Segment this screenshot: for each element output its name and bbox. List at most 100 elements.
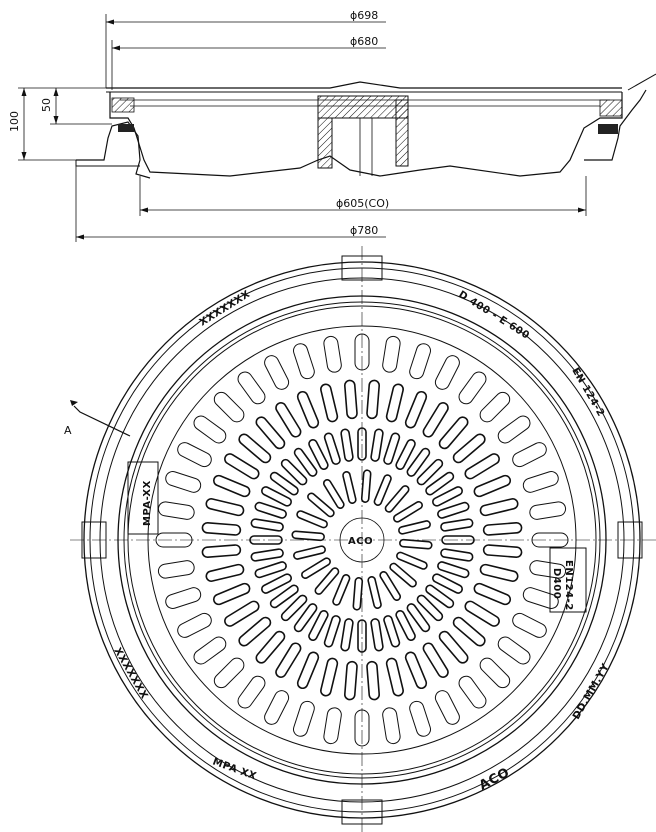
grating-slot — [255, 416, 286, 450]
grating-slot — [432, 486, 463, 507]
grating-slot — [157, 501, 195, 520]
dim-100-label: 100 — [8, 111, 21, 132]
grating-slot — [422, 402, 449, 438]
grating-slot — [416, 594, 444, 622]
grating-slot — [254, 501, 287, 519]
grating-slot — [522, 587, 559, 609]
dimension-lines — [18, 14, 587, 242]
dim-698-label: ϕ698 — [350, 9, 378, 22]
grating-slot — [250, 518, 284, 532]
grating-slot — [308, 439, 329, 470]
grating-slot — [422, 642, 449, 678]
grating-slot — [165, 471, 202, 493]
grating-slot — [479, 391, 511, 423]
grating-slot — [434, 690, 460, 725]
grating-slot — [344, 379, 358, 420]
grating-slot — [452, 433, 486, 464]
grating-slot — [370, 618, 384, 652]
grating-slot — [201, 544, 242, 558]
grating-slot — [398, 520, 431, 535]
grating-slot — [531, 532, 569, 548]
grating-slot — [385, 383, 404, 423]
grating-slot — [296, 510, 328, 529]
marking-top-left: XXXXXXX — [198, 289, 253, 329]
grating-slot — [264, 355, 290, 390]
grating-slot — [366, 379, 380, 420]
grating-slot — [437, 561, 470, 579]
grating-slot — [464, 600, 500, 627]
plate-line-2: D400 — [551, 568, 562, 599]
grating-slot — [425, 584, 455, 609]
grating-slot — [261, 486, 292, 507]
grating-slot — [224, 600, 260, 627]
grating-slot — [416, 458, 444, 486]
grating-slot — [352, 577, 364, 611]
grating-slot — [383, 432, 401, 465]
left-plate-text: MPA-XX — [142, 480, 153, 526]
grating-slot — [479, 498, 519, 517]
grating-slot — [383, 615, 401, 648]
grating-slot — [237, 675, 266, 709]
grating-slot — [389, 562, 417, 588]
grating-slot — [296, 390, 320, 429]
grating-slot — [367, 576, 382, 609]
grating-slot — [237, 371, 266, 405]
grating-slot — [409, 343, 431, 380]
grating-slot — [366, 660, 380, 701]
plate-line-1: EN124-2 — [563, 560, 574, 611]
grating-slot — [440, 518, 474, 532]
grating-slot — [201, 522, 242, 536]
center-aco-logo: ACO — [348, 536, 373, 547]
grating-slot — [409, 700, 431, 737]
grating-slot — [293, 343, 315, 380]
grating-slot — [255, 630, 286, 664]
section-label-a: A — [64, 424, 72, 437]
grating-slot — [344, 660, 358, 701]
grating-slot — [323, 615, 341, 648]
grating-slot — [177, 442, 212, 468]
grating-slot — [301, 557, 331, 580]
grating-slot — [452, 616, 486, 647]
grating-slot — [238, 433, 272, 464]
section-view — [75, 73, 656, 179]
grating-slot — [497, 636, 531, 665]
marking-top-right: D 400 - E 600 — [456, 289, 531, 342]
grating-slot — [340, 618, 354, 652]
grating-slot — [437, 501, 470, 519]
grating-slot — [155, 532, 193, 548]
grating-slot — [307, 492, 335, 518]
grating-slot — [212, 474, 251, 498]
grating-slot — [193, 636, 227, 665]
grating-slot — [395, 439, 416, 470]
grating-slot — [293, 700, 315, 737]
grating-slot — [291, 530, 325, 542]
grating-slot — [354, 333, 370, 371]
grating-slot — [238, 616, 272, 647]
dim-680-label: ϕ680 — [350, 35, 378, 48]
marking-right-lower: DD.MM.YY — [571, 662, 612, 722]
grating-slot — [432, 573, 463, 594]
grating-slot — [157, 560, 195, 579]
grating-slot — [205, 563, 245, 582]
grating-slot — [406, 603, 431, 633]
grating-slot — [308, 610, 329, 641]
grating-slot — [296, 651, 320, 690]
grating-slot — [250, 548, 284, 562]
grating-slot — [320, 657, 339, 697]
grating-slot — [261, 573, 292, 594]
grating-slot — [177, 612, 212, 638]
grating-slot — [323, 707, 342, 745]
grating-slot — [293, 603, 318, 633]
grating-slot — [441, 535, 475, 545]
grating-slot — [213, 657, 245, 689]
grating-slot — [254, 561, 287, 579]
grating-slot — [473, 474, 512, 498]
marking-bottom-mpa: MPA XX — [211, 756, 258, 782]
grating-slot — [404, 651, 428, 690]
grating-slot — [384, 485, 410, 513]
grating-slot — [440, 548, 474, 562]
grating-slot — [382, 335, 401, 373]
marking-bottom-aco: ACO — [477, 765, 512, 793]
grating-slot — [280, 458, 308, 486]
grating-slot — [425, 471, 455, 496]
